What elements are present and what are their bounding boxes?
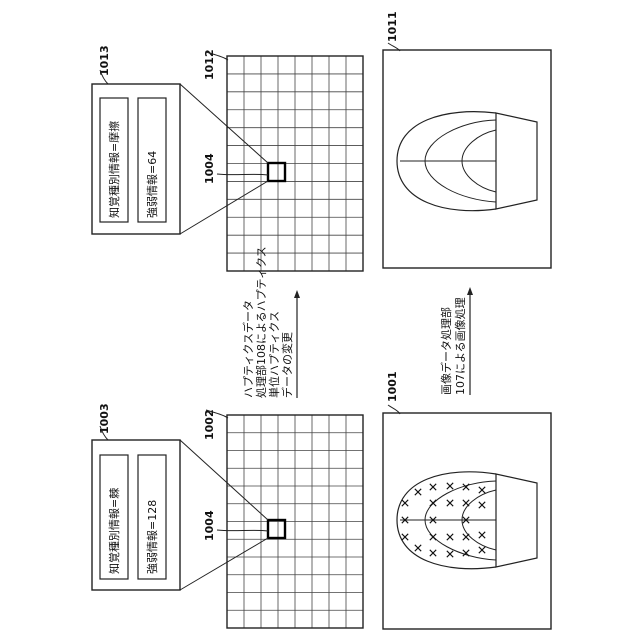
strength-right: 強弱情報=64: [146, 151, 159, 218]
spine-mark: [447, 534, 453, 540]
svg-text:1011: 1011: [386, 11, 399, 42]
ref-info-right: 1013: [98, 45, 111, 84]
spine-mark: [430, 500, 436, 506]
spine-mark: [479, 547, 485, 553]
svg-text:1004: 1004: [203, 153, 216, 184]
spine-mark: [430, 484, 436, 490]
pot-shape-left: [496, 474, 537, 567]
spine-mark: [402, 534, 408, 540]
spine-mark: [447, 483, 453, 489]
image-panel-right: [383, 50, 551, 268]
unit-cell-right: [268, 163, 285, 181]
pot-shape-right: [496, 113, 537, 209]
info-box-right: 知覚種別情報=摩擦 強弱情報=64: [92, 84, 268, 234]
spine-mark: [447, 500, 453, 506]
ref-info-left: 1003: [98, 403, 111, 440]
svg-text:107による画像処理: 107による画像処理: [454, 297, 467, 395]
haptic-transition-arrow: ハプティクスデータ 処理部108によるハプティクス 単位ハプティクス データの変…: [241, 246, 300, 398]
ref-grid-left: 1002: [203, 409, 228, 440]
perception-type-left: 知覚種別情報=棘: [107, 488, 121, 574]
spine-mark: [430, 550, 436, 556]
spine-mark: [447, 551, 453, 557]
spine-mark: [415, 545, 421, 551]
spine-mark: [463, 534, 469, 540]
svg-text:画像データ処理部: 画像データ処理部: [439, 307, 453, 395]
svg-text:処理部108によるハプティクス: 処理部108によるハプティクス: [254, 246, 268, 398]
ref-image-left: 1001: [386, 371, 400, 414]
image-panel-left: [383, 413, 551, 629]
strength-left: 強弱情報=128: [146, 500, 159, 574]
haptic-grid-right: [227, 56, 363, 271]
ref-cell-left: 1004: [203, 510, 268, 541]
info-box-left: 知覚種別情報=棘 強弱情報=128: [92, 440, 268, 590]
spine-mark: [402, 500, 408, 506]
svg-text:1013: 1013: [98, 45, 111, 76]
svg-text:ハプティクスデータ: ハプティクスデータ: [241, 300, 255, 398]
svg-text:1003: 1003: [98, 403, 111, 434]
spine-mark: [479, 487, 485, 493]
ref-grid-right: 1012: [203, 49, 228, 80]
spine-mark: [463, 484, 469, 490]
svg-text:1001: 1001: [386, 371, 399, 402]
spine-mark: [430, 534, 436, 540]
svg-text:単位ハプティクス: 単位ハプティクス: [267, 311, 281, 398]
perception-type-right: 知覚種別情報=摩擦: [107, 121, 121, 218]
spine-mark: [479, 502, 485, 508]
svg-text:1004: 1004: [203, 510, 216, 541]
spine-mark: [415, 489, 421, 495]
ref-image-right: 1011: [386, 11, 400, 51]
ref-cell-right: 1004: [203, 153, 268, 184]
spine-mark: [479, 532, 485, 538]
spine-mark: [463, 500, 469, 506]
svg-text:1002: 1002: [203, 409, 216, 440]
image-transition-arrow: 画像データ処理部 107による画像処理: [439, 287, 473, 395]
unit-cell-left: [268, 520, 285, 538]
haptic-grid-left: [227, 415, 363, 628]
svg-text:データの変更: データの変更: [280, 332, 294, 398]
